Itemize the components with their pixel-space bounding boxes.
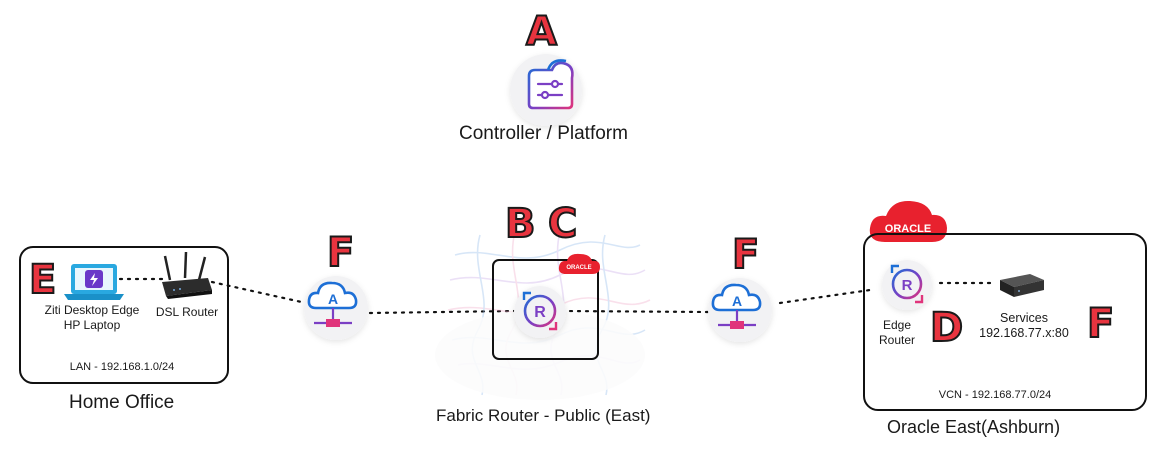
edge-router-icon[interactable]: R [882,260,932,310]
fabric-router-box [492,259,599,360]
controller-label: Controller / Platform [459,123,628,144]
home-office-box [19,246,229,384]
fabric-router-icon[interactable]: R [514,286,566,338]
edge-router-label-line-1: Edge [882,318,912,332]
services-server-icon[interactable] [1000,274,1044,297]
oracle-region-title: Oracle East(Ashburn) [887,417,1061,437]
link-cloud-right-oracle [778,288,872,305]
home-office-title: Home Office [69,392,175,413]
laptop-label-line-2: HP Laptop [63,318,121,332]
oracle-cloud-badge: ORACLE [869,200,947,242]
marker-f-right: F [1086,301,1115,347]
fabric-router-title: Fabric Router - Public (East) [436,406,651,425]
edge-router-label: Edge Router [868,318,926,348]
services-label: Services 192.168.77.x:80 [966,311,1082,341]
marker-a: A [525,9,558,55]
oracle-badge-text: ORACLE [885,223,931,235]
marker-c: C [547,201,578,247]
cloud-network-icon-left[interactable]: A [304,276,368,340]
link-cloud-left-fabric [368,309,516,315]
laptop-icon[interactable] [64,264,124,300]
marker-b: B [504,201,536,247]
laptop-label-line-1: Ziti Desktop Edge [44,303,140,317]
lan-subnet-label: LAN - 192.168.1.0/24 [69,361,175,373]
fabric-mesh-background [435,231,651,400]
oracle-region-box [863,233,1147,411]
marker-f-left: F [326,230,355,276]
svg-text:R: R [534,304,546,321]
dsl-router-icon[interactable] [162,251,212,299]
marker-d: D [929,305,964,351]
oracle-cloud-badge-small: ORACLE [558,253,600,274]
vcn-subnet-label: VCN - 192.168.77.0/24 [938,389,1052,401]
oracle-badge-small-text: ORACLE [566,265,591,271]
svg-text:A: A [328,291,338,307]
laptop-label: Ziti Desktop Edge HP Laptop [33,303,151,333]
svg-text:R: R [902,277,913,294]
services-label-line-1: Services [1000,311,1048,325]
svg-text:A: A [732,293,742,309]
services-label-line-2: 192.168.77.x:80 [979,326,1069,340]
marker-f-mid: F [731,232,760,278]
link-fabric-cloud-right [560,309,710,314]
edge-router-label-line-2: Router [878,333,916,347]
controller-icon[interactable] [510,54,582,126]
marker-e: E [28,257,57,303]
cloud-network-icon-right[interactable]: A [708,278,772,342]
dsl-router-label: DSL Router [155,305,219,319]
